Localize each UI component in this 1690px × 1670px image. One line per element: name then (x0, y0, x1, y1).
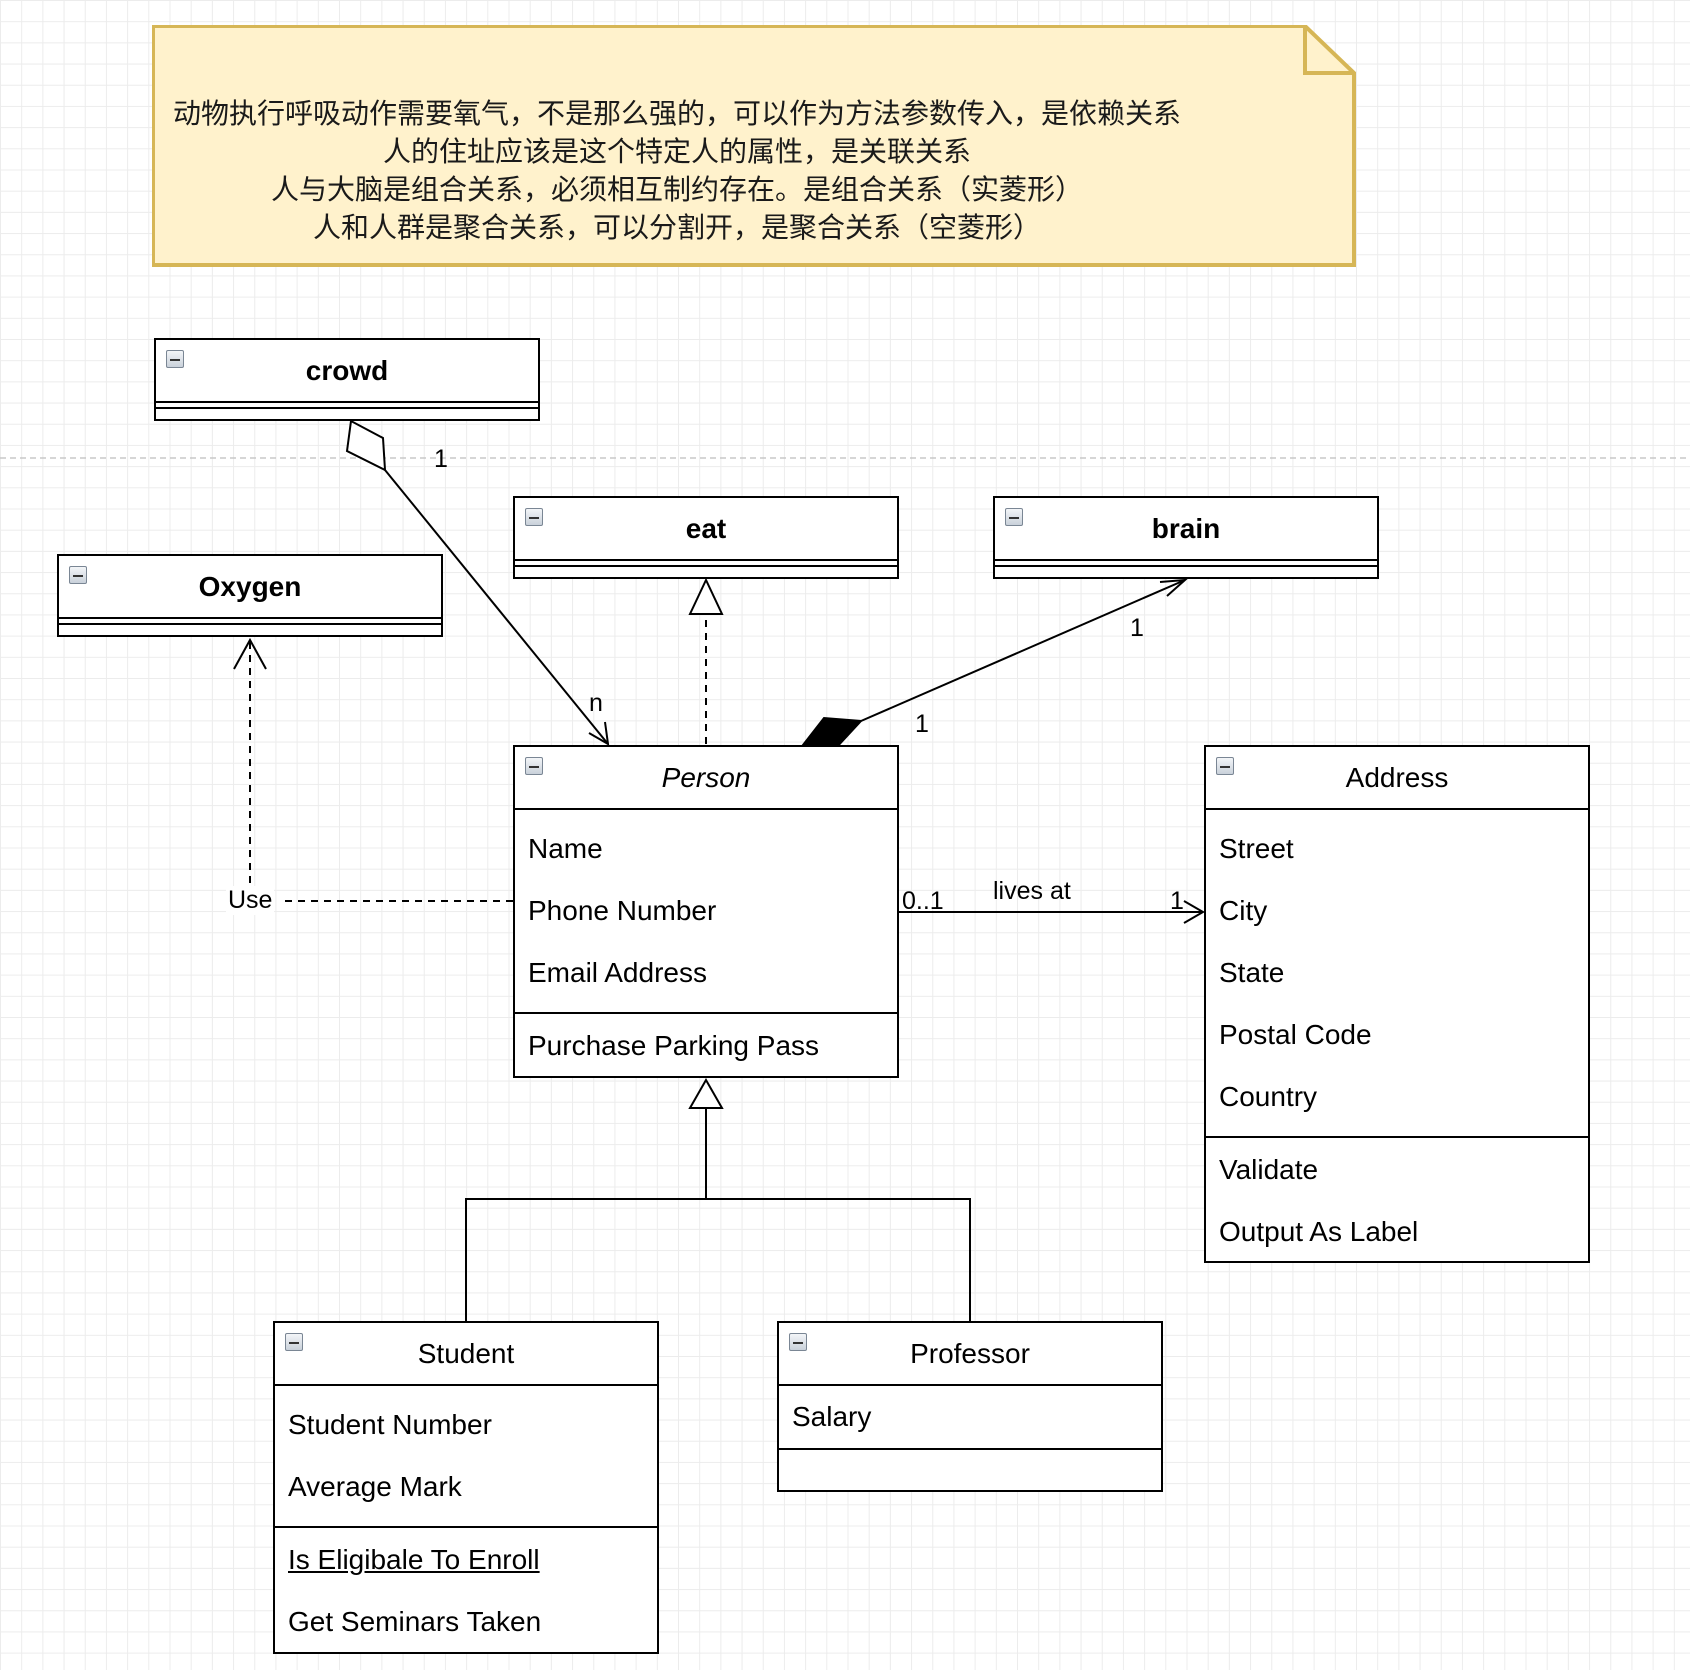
class-address[interactable]: Address Street City State Postal Code Co… (1204, 745, 1590, 1263)
attributes-compartment: Salary (779, 1386, 1161, 1450)
attribute[interactable]: State (1219, 957, 1285, 988)
collapse-icon[interactable] (1005, 508, 1023, 526)
person-crowd-multiplicity: n (589, 689, 603, 717)
association-edge (898, 900, 1205, 924)
use-label: Use (226, 886, 275, 915)
class-eat[interactable]: eat (513, 496, 899, 579)
note-text: 动物执行呼吸动作需要氧气，不是那么强的，可以作为方法参数传入，是依赖关系 人的住… (152, 95, 1202, 247)
generalization-edge (465, 1077, 971, 1322)
collapse-icon[interactable] (285, 1333, 303, 1351)
operation[interactable]: Output As Label (1219, 1216, 1419, 1247)
attributes-compartment: Student Number Average Mark (275, 1386, 657, 1528)
person-brain-multiplicity: 1 (915, 710, 929, 738)
note-line: 人与大脑是组合关系，必须相互制约存在。是组合关系（实菱形） (270, 174, 1083, 205)
attribute[interactable]: Name (528, 833, 603, 864)
operations-compartment: Validate Output As Label (1206, 1138, 1588, 1264)
operations-compartment: Purchase Parking Pass (515, 1014, 897, 1078)
class-name: Address (1345, 761, 1449, 793)
attribute[interactable]: Phone Number (528, 895, 717, 926)
static-operation[interactable]: Is Eligibale To Enroll (288, 1544, 540, 1575)
operations-compartment: Is Eligibale To Enroll Get Seminars Take… (275, 1528, 657, 1654)
realization-edge (688, 577, 724, 744)
empty-compartments (59, 619, 441, 633)
class-header: Oxygen (59, 556, 441, 619)
class-person[interactable]: Person Name Phone Number Email Address P… (513, 745, 899, 1078)
attribute[interactable]: Country (1219, 1081, 1318, 1112)
composition-edge (801, 578, 1188, 750)
note-shape (152, 25, 1356, 267)
class-name: Student (417, 1337, 515, 1369)
note[interactable]: 动物执行呼吸动作需要氧气，不是那么强的，可以作为方法参数传入，是依赖关系 人的住… (152, 25, 1356, 267)
operation[interactable]: Get Seminars Taken (288, 1606, 542, 1637)
crowd-multiplicity: 1 (434, 445, 448, 473)
note-line: 动物执行呼吸动作需要氧气，不是那么强的，可以作为方法参数传入，是依赖关系 (172, 98, 1181, 129)
collapse-icon[interactable] (1216, 757, 1234, 775)
class-student[interactable]: Student Student Number Average Mark Is E… (273, 1321, 659, 1654)
class-professor[interactable]: Professor Salary (777, 1321, 1163, 1492)
empty-compartments (995, 561, 1377, 575)
brain-multiplicity: 1 (1130, 614, 1144, 642)
operation[interactable]: Validate (1219, 1154, 1319, 1185)
attribute[interactable]: Email Address (528, 957, 707, 988)
empty-compartments (156, 403, 538, 417)
class-name: brain (1151, 512, 1221, 544)
operations-compartment (779, 1450, 1161, 1484)
attribute[interactable]: Average Mark (288, 1471, 462, 1502)
class-name: crowd (305, 354, 389, 386)
class-oxygen[interactable]: Oxygen (57, 554, 443, 637)
attribute[interactable]: Postal Code (1219, 1019, 1372, 1050)
class-header: Professor (779, 1323, 1161, 1386)
note-line: 人的住址应该是这个特定人的属性，是关联关系 (382, 136, 971, 167)
attributes-compartment: Name Phone Number Email Address (515, 810, 897, 1014)
lives-at-label: lives at (993, 877, 1071, 905)
class-header: Address (1206, 747, 1588, 810)
collapse-icon[interactable] (525, 508, 543, 526)
class-header: Person (515, 747, 897, 810)
collapse-icon[interactable] (69, 566, 87, 584)
class-header: brain (995, 498, 1377, 561)
attribute[interactable]: City (1219, 895, 1268, 926)
person-address-source-multiplicity: 0..1 (902, 887, 944, 915)
class-header: crowd (156, 340, 538, 403)
note-line: 人和人群是聚合关系，可以分割开，是聚合关系（空菱形） (312, 212, 1041, 243)
class-name: eat (685, 512, 727, 544)
address-multiplicity: 1 (1170, 887, 1184, 915)
class-name: Professor (910, 1337, 1030, 1369)
attributes-compartment: Street City State Postal Code Country (1206, 810, 1588, 1138)
collapse-icon[interactable] (525, 757, 543, 775)
dependency-edge (233, 637, 513, 902)
aggregation-edge (345, 419, 610, 746)
collapse-icon[interactable] (166, 350, 184, 368)
class-name: Oxygen (198, 570, 302, 602)
operation[interactable]: Purchase Parking Pass (528, 1030, 820, 1061)
attribute[interactable]: Student Number (288, 1409, 492, 1440)
class-header: Student (275, 1323, 657, 1386)
class-crowd[interactable]: crowd (154, 338, 540, 421)
class-header: eat (515, 498, 897, 561)
class-brain[interactable]: brain (993, 496, 1379, 579)
collapse-icon[interactable] (789, 1333, 807, 1351)
empty-compartments (515, 561, 897, 575)
attribute[interactable]: Street (1219, 833, 1294, 864)
class-name: Person (661, 761, 751, 793)
attribute[interactable]: Salary (792, 1401, 872, 1432)
